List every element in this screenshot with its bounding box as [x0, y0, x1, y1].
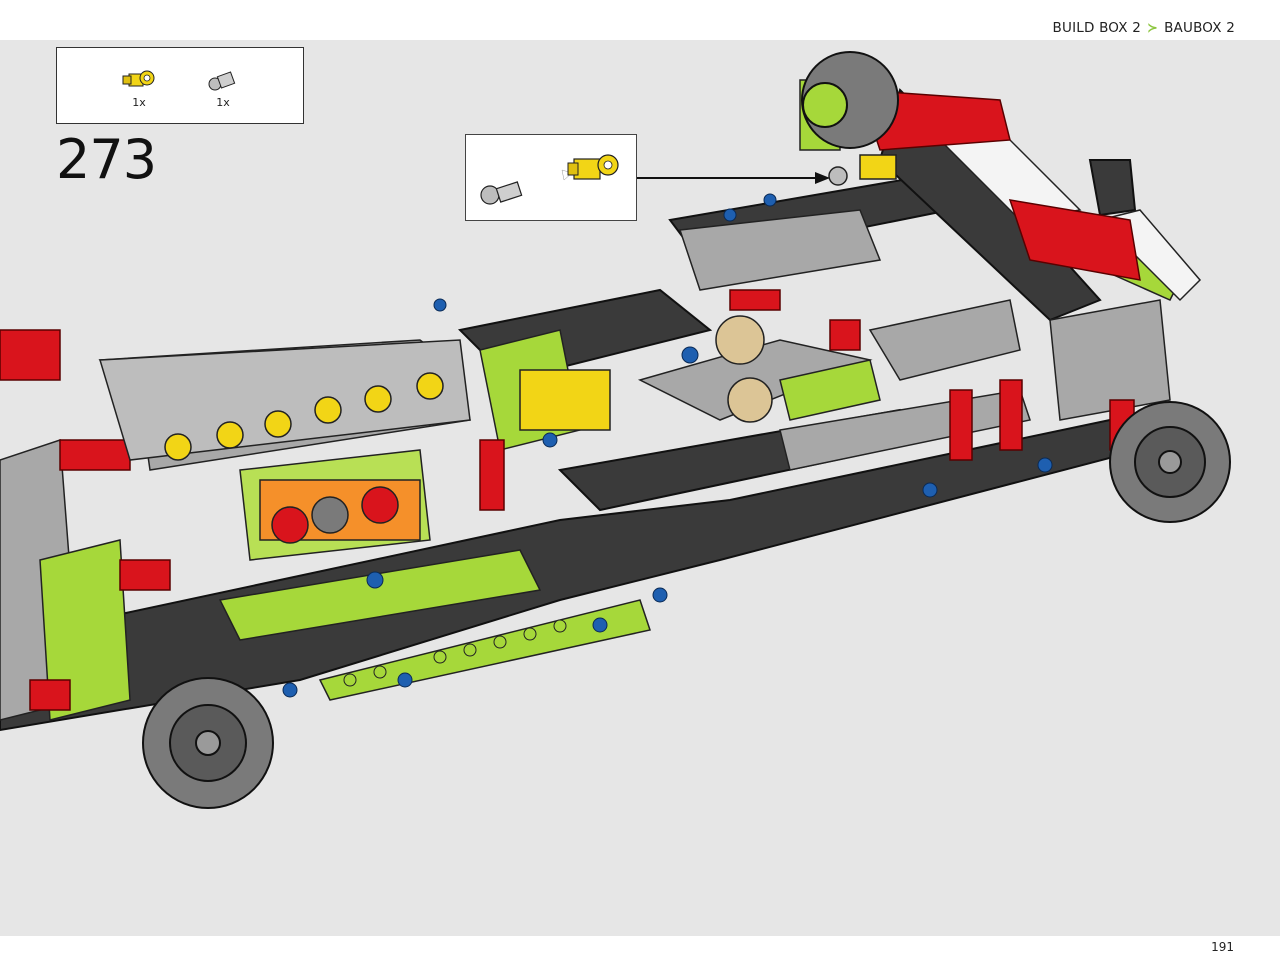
part-item: 1x — [203, 66, 243, 116]
car-chassis-illustration — [0, 51, 1231, 809]
ball-pin-into-connector-icon — [480, 154, 619, 205]
yellow-axle-connector-icon — [122, 70, 155, 87]
page-header — [0, 0, 1280, 40]
page-number: 191 — [1211, 940, 1234, 954]
part-qty: 1x — [132, 96, 146, 109]
part-qty: 1x — [216, 96, 230, 109]
part-item: 1x — [119, 66, 159, 116]
step-number: 273 — [56, 128, 157, 191]
parts-list-box: 1x 1x — [56, 47, 304, 124]
gray-ball-pin-icon — [208, 71, 236, 91]
chevron-right-icon: ≻ — [1147, 20, 1159, 36]
breadcrumb: BUILD BOX 2 ≻ BAUBOX 2 — [1053, 20, 1235, 36]
breadcrumb-build-box: BUILD BOX 2 — [1052, 20, 1141, 36]
breadcrumb-baubox: BAUBOX 2 — [1164, 20, 1235, 36]
page-footer — [0, 936, 1280, 974]
sub-assembly-callout — [465, 134, 637, 221]
